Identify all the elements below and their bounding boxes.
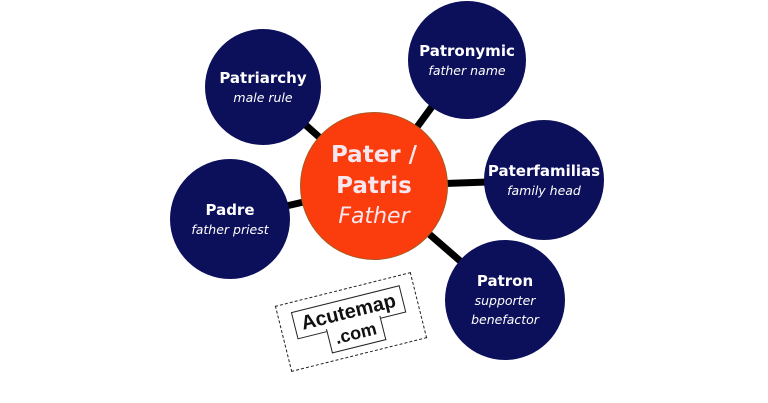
node-subtitle-line2: benefactor	[471, 312, 539, 327]
node-title: Patronymic	[419, 41, 515, 60]
node-patronymic: Patronymic father name	[408, 1, 526, 119]
center-subtitle: Father	[338, 204, 410, 229]
node-title: Patron	[476, 272, 534, 290]
node-title: Paterfamilias	[487, 161, 601, 180]
node-padre: Padre father priest	[170, 159, 290, 279]
node-subtitle: father name	[428, 62, 506, 78]
center-title-line2: Patris	[336, 173, 412, 199]
node-patron: Patron supporter benefactor	[445, 240, 565, 360]
node-subtitle: father priest	[191, 221, 269, 237]
node-subtitle: family head	[507, 182, 581, 198]
node-patriarchy: Patriarchy male rule	[205, 29, 321, 145]
node-subtitle: male rule	[233, 89, 293, 105]
node-title: Patriarchy	[219, 68, 307, 87]
center-title-line1: Pater /	[330, 142, 418, 168]
node-subtitle-line1: supporter	[474, 293, 536, 308]
node-title: Padre	[205, 200, 255, 219]
node-paterfamilias: Paterfamilias family head	[484, 120, 604, 240]
node-center-pater: Pater / Patris Father	[300, 112, 448, 260]
